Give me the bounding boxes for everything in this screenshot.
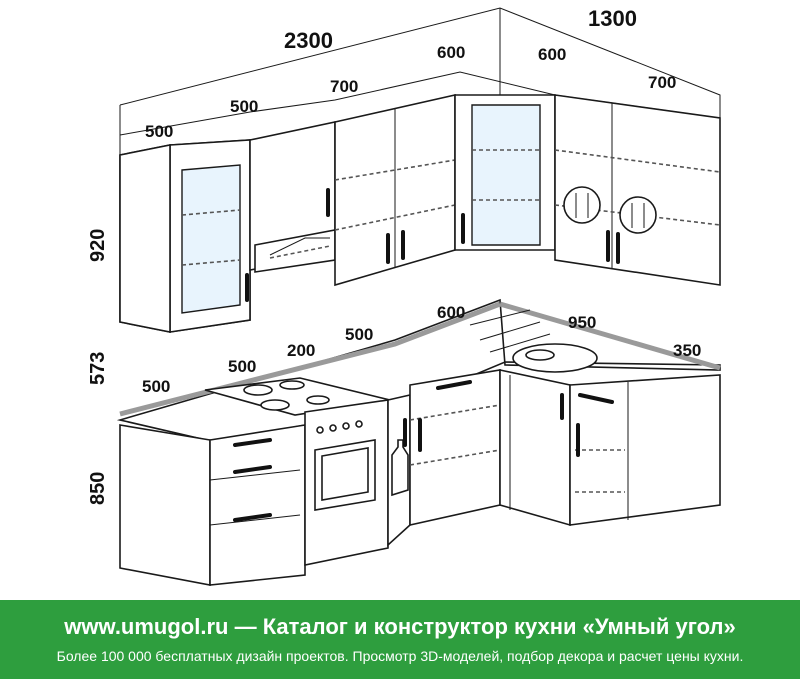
stove bbox=[304, 399, 389, 566]
dim-base-5: 600 bbox=[437, 303, 465, 322]
footer-title[interactable]: www.umugol.ru — Каталог и конструктор ку… bbox=[64, 614, 736, 639]
dim-upper-1: 500 bbox=[145, 122, 173, 141]
dim-height-upper: 920 bbox=[87, 229, 109, 262]
upper-cabinet-glass-left bbox=[119, 139, 251, 333]
dim-base-6: 950 bbox=[568, 313, 596, 332]
base-cabinet-corner bbox=[499, 369, 571, 527]
kitchen-drawing: 2300 1300 500 500 700 600 600 700 920 57… bbox=[87, 6, 721, 586]
dim-upper-5: 600 bbox=[538, 45, 566, 64]
bottle-rack bbox=[387, 393, 411, 547]
dim-base-1: 500 bbox=[142, 377, 170, 396]
dim-base-4: 500 bbox=[345, 325, 373, 344]
footer-banner: www.umugol.ru — Каталог и конструктор ку… bbox=[0, 600, 800, 679]
dim-base-2: 500 bbox=[228, 357, 256, 376]
dim-upper-4: 600 bbox=[437, 43, 465, 62]
dim-height-base: 850 bbox=[87, 472, 109, 505]
dim-upper-3: 700 bbox=[330, 77, 358, 96]
upper-cabinet-hood bbox=[249, 121, 336, 273]
base-cabinet-sink bbox=[409, 369, 501, 526]
upper-cabinet-double bbox=[334, 94, 456, 287]
dim-total-left: 2300 bbox=[284, 28, 333, 53]
base-cabinet-drawers bbox=[119, 424, 306, 586]
footer-subtitle: Более 100 000 бесплатных дизайн проектов… bbox=[56, 648, 744, 664]
dim-total-right: 1300 bbox=[588, 6, 637, 31]
dim-base-7: 350 bbox=[673, 341, 701, 360]
base-cabinet-right bbox=[569, 374, 721, 526]
upper-cabinet-right bbox=[554, 94, 721, 286]
dim-height-gap: 573 bbox=[87, 352, 109, 385]
dim-upper-6: 700 bbox=[648, 73, 676, 92]
dim-base-3: 200 bbox=[287, 341, 315, 360]
upper-cabinet-corner-glass bbox=[454, 94, 556, 251]
dim-upper-2: 500 bbox=[230, 97, 258, 116]
